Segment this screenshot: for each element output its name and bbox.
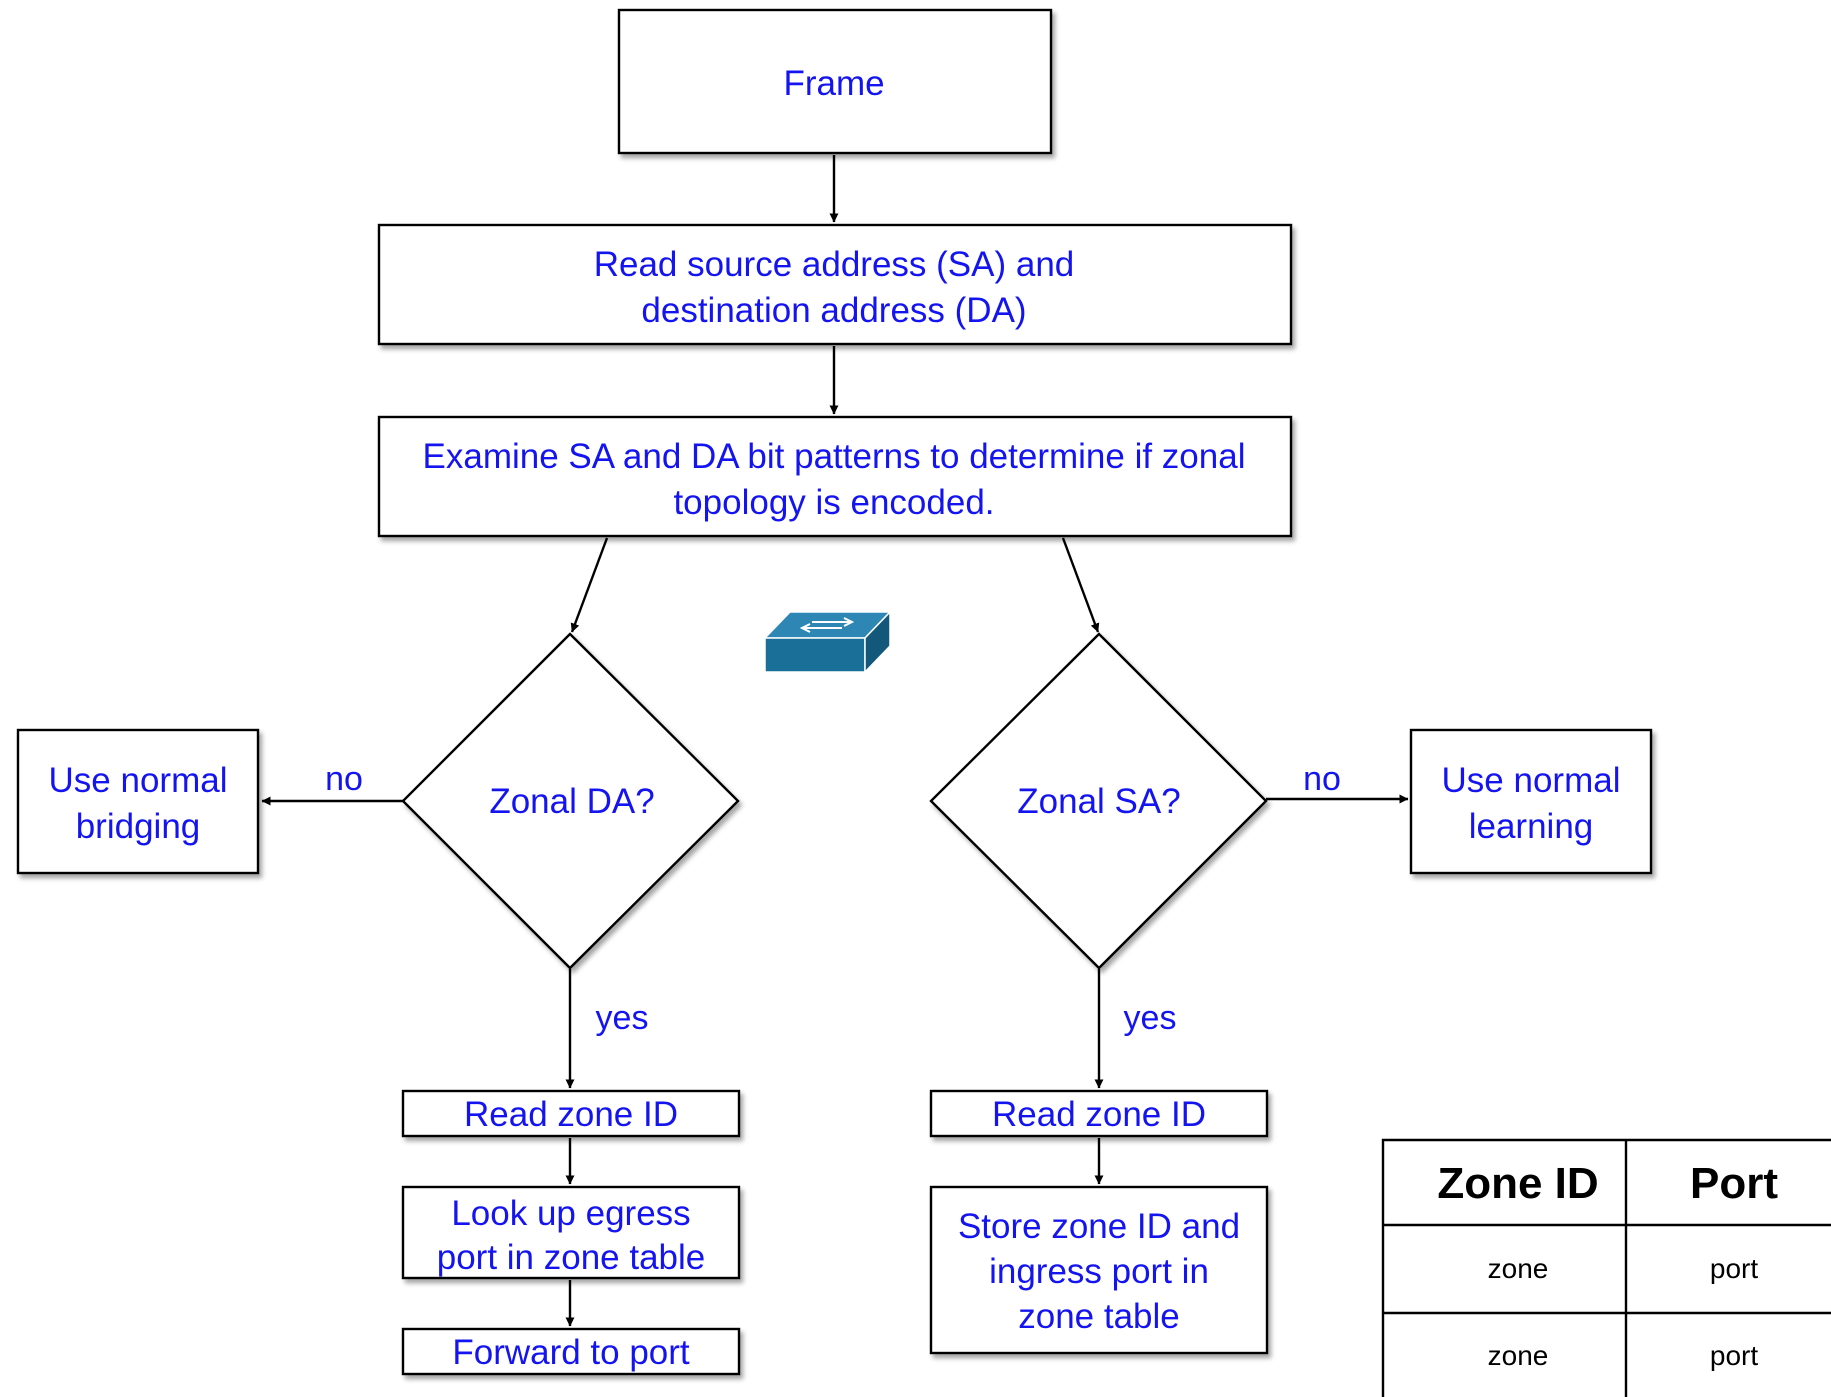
read-zone-left-node: Read zone ID [401,1089,741,1138]
zonal-da-yes-label: yes [596,999,649,1037]
normal-learning-line2: learning [1469,807,1594,846]
zonal-da-label: Zonal DA? [489,782,654,821]
zone-table-header-port: Port [1690,1159,1778,1208]
zone-table-cell: port [1710,1340,1758,1371]
zone-table-cell: zone [1488,1340,1549,1371]
read-sa-da-node: Read source address (SA) and destination… [377,223,1293,346]
read-zone-left-label: Read zone ID [464,1095,678,1134]
store-zone-node: Store zone ID and ingress port in zone t… [929,1185,1269,1355]
zone-table: Zone ID Port zone port zone port [1381,1138,1831,1397]
store-zone-line3: zone table [1018,1297,1180,1336]
read-zone-right-label: Read zone ID [992,1095,1206,1134]
zonal-sa-decision: Zonal SA? [929,632,1268,970]
store-zone-line2: ingress port in [989,1252,1209,1291]
normal-bridging-line1: Use normal [49,761,228,800]
edge-examine-to-zonal-da [570,537,609,633]
frame-node: Frame [617,8,1053,155]
store-zone-line1: Store zone ID and [958,1207,1240,1246]
zonal-sa-label: Zonal SA? [1017,782,1180,821]
examine-label-line2: topology is encoded. [673,483,994,522]
forward-node: Forward to port [401,1327,741,1376]
zonal-da-decision: Zonal DA? [401,632,740,970]
normal-bridging-node: Use normal bridging [16,728,260,875]
zonal-da-no-label: no [325,760,363,798]
lookup-egress-line1: Look up egress [451,1194,690,1233]
zonal-sa-no-label: no [1303,760,1341,798]
read-sa-da-label-line1: Read source address (SA) and [594,245,1075,284]
examine-label-line1: Examine SA and DA bit patterns to determ… [423,437,1246,476]
zone-table-cell: port [1710,1253,1758,1284]
examine-node: Examine SA and DA bit patterns to determ… [377,415,1293,538]
zone-table-cell: zone [1488,1253,1549,1284]
read-zone-right-node: Read zone ID [929,1089,1269,1138]
normal-learning-node: Use normal learning [1409,728,1653,875]
edges [261,155,1409,1327]
normal-bridging-line2: bridging [76,807,201,846]
network-switch-icon [763,610,892,674]
normal-learning-line1: Use normal [1442,761,1621,800]
read-sa-da-label-line2: destination address (DA) [641,291,1026,330]
frame-label: Frame [783,64,884,103]
forward-label: Forward to port [452,1333,690,1372]
zonal-sa-yes-label: yes [1124,999,1177,1037]
lookup-egress-node: Look up egress port in zone table [401,1185,741,1280]
edge-examine-to-zonal-sa [1061,537,1100,633]
zone-table-header-zone-id: Zone ID [1437,1159,1598,1208]
lookup-egress-line2: port in zone table [437,1238,706,1277]
